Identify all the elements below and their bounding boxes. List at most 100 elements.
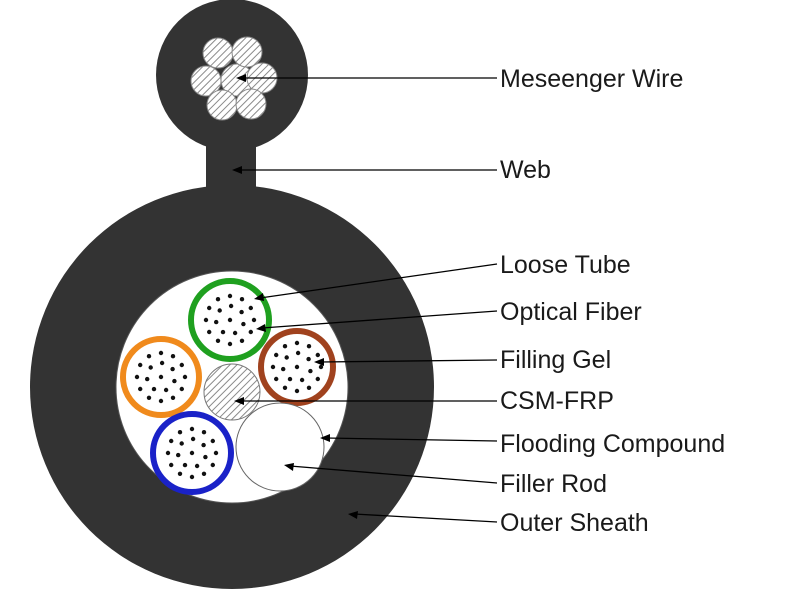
leader-lines (232, 74, 498, 523)
optical-fiber-dot (169, 462, 174, 468)
optical-fiber-dot (210, 438, 215, 444)
optical-fiber-dot (207, 329, 212, 335)
optical-fiber-dot (227, 317, 233, 323)
strand (231, 36, 263, 68)
optical-fiber-dot (315, 376, 320, 382)
fiber-dots-blue (165, 426, 219, 480)
optical-fiber-dot (215, 338, 221, 343)
web-shape (206, 145, 256, 203)
optical-fiber-dot (163, 387, 169, 393)
optical-fiber-dot (274, 376, 279, 382)
csm-frp-shape (203, 363, 261, 421)
optical-fiber-dot (248, 305, 253, 311)
optical-fiber-dot (287, 376, 293, 382)
optical-fiber-dot (189, 474, 195, 480)
strand (190, 65, 222, 97)
optical-fiber-dot (146, 354, 152, 359)
optical-fiber-dot (282, 344, 288, 349)
optical-fiber-dot (203, 454, 208, 460)
optical-fiber-dot (158, 374, 164, 380)
optical-fiber-dot (169, 438, 174, 444)
optical-fiber-dot (306, 344, 312, 349)
optical-fiber-dot (182, 374, 188, 380)
optical-fiber-dot (170, 354, 176, 359)
optical-fiber-dot (220, 329, 226, 335)
optical-fiber-dot (203, 317, 209, 323)
optical-fiber-dot (170, 395, 176, 400)
optical-fiber-dot (148, 365, 153, 370)
optical-fiber-dot (306, 356, 311, 362)
optical-fiber-dot (159, 360, 165, 366)
optical-fiber-dot (201, 442, 206, 448)
optical-fiber-dot (318, 364, 324, 370)
loose-tube-orange (120, 336, 202, 418)
optical-fiber-dot (294, 388, 300, 394)
strand (235, 88, 267, 120)
optical-fiber-dot (210, 462, 215, 468)
optical-fiber-dot (227, 341, 233, 347)
optical-fiber-dot (145, 376, 150, 382)
optical-fiber-dot (239, 309, 244, 315)
label-loose-tube: Loose Tube (500, 251, 631, 279)
optical-fiber-dot (270, 364, 276, 370)
optical-fiber-dot (179, 386, 184, 392)
optical-fiber-dot (294, 364, 300, 370)
optical-fiber-dot (295, 350, 301, 356)
optical-fiber-dot (282, 385, 288, 390)
optical-fiber-dot (190, 436, 196, 442)
optical-fiber-dot (177, 430, 183, 435)
optical-fiber-dot (176, 452, 181, 458)
messenger-wire-strands (190, 36, 278, 121)
optical-fiber-dot (299, 377, 305, 383)
optical-fiber-dot (251, 317, 257, 323)
optical-fiber-dot (241, 321, 246, 327)
optical-fiber-dot (227, 293, 233, 299)
optical-fiber-dot (165, 450, 171, 456)
optical-fiber-dot (315, 352, 320, 358)
loose-tube-brown (258, 328, 336, 406)
optical-fiber-dot (284, 355, 289, 360)
optical-fiber-dot (214, 319, 219, 325)
optical-fiber-dot (194, 463, 200, 469)
optical-fiber-dot (138, 386, 143, 392)
optical-fiber-dot (182, 462, 188, 468)
loose-tube-green (188, 278, 272, 362)
optical-fiber-dot (158, 350, 164, 356)
optical-fiber-dot (189, 426, 195, 432)
optical-fiber-dot (217, 308, 222, 313)
optical-fiber-dot (306, 385, 312, 390)
optical-fiber-dot (158, 398, 164, 404)
optical-fiber-dot (201, 430, 207, 435)
optical-fiber-dot (189, 450, 195, 456)
fiber-dots-green (203, 293, 257, 347)
optical-fiber-dot (146, 395, 152, 400)
optical-fiber-dot (213, 450, 219, 456)
optical-fiber-dot (228, 303, 234, 309)
optical-fiber-dot (215, 297, 221, 302)
optical-fiber-dot (172, 378, 177, 384)
optical-fiber-dot (294, 340, 300, 346)
optical-fiber-dot (179, 362, 184, 368)
optical-fiber-dot (170, 366, 175, 372)
optical-fiber-dot (239, 297, 245, 302)
optical-fiber-dot (232, 330, 238, 336)
optical-fiber-dot (248, 329, 253, 335)
fiber-dots-brown (270, 340, 324, 394)
label-csm-frp: CSM-FRP (500, 387, 614, 415)
optical-fiber-dot (179, 441, 184, 446)
optical-fiber-dot (207, 305, 212, 311)
strand (202, 37, 234, 69)
label-optical-fiber: Optical Fiber (500, 298, 642, 326)
optical-fiber-dot (201, 471, 207, 476)
loose-tube-blue (150, 411, 234, 495)
optical-fiber-dot (151, 386, 157, 392)
label-filler-rod: Filler Rod (500, 470, 607, 498)
filler-rod-shape (235, 402, 325, 492)
optical-fiber-dot (138, 362, 143, 368)
strand (206, 89, 238, 121)
label-messenger-wire: Meseenger Wire (500, 65, 683, 93)
optical-fiber-dot (281, 366, 286, 372)
optical-fiber-dot (308, 368, 313, 374)
optical-fiber-dot (177, 471, 183, 476)
